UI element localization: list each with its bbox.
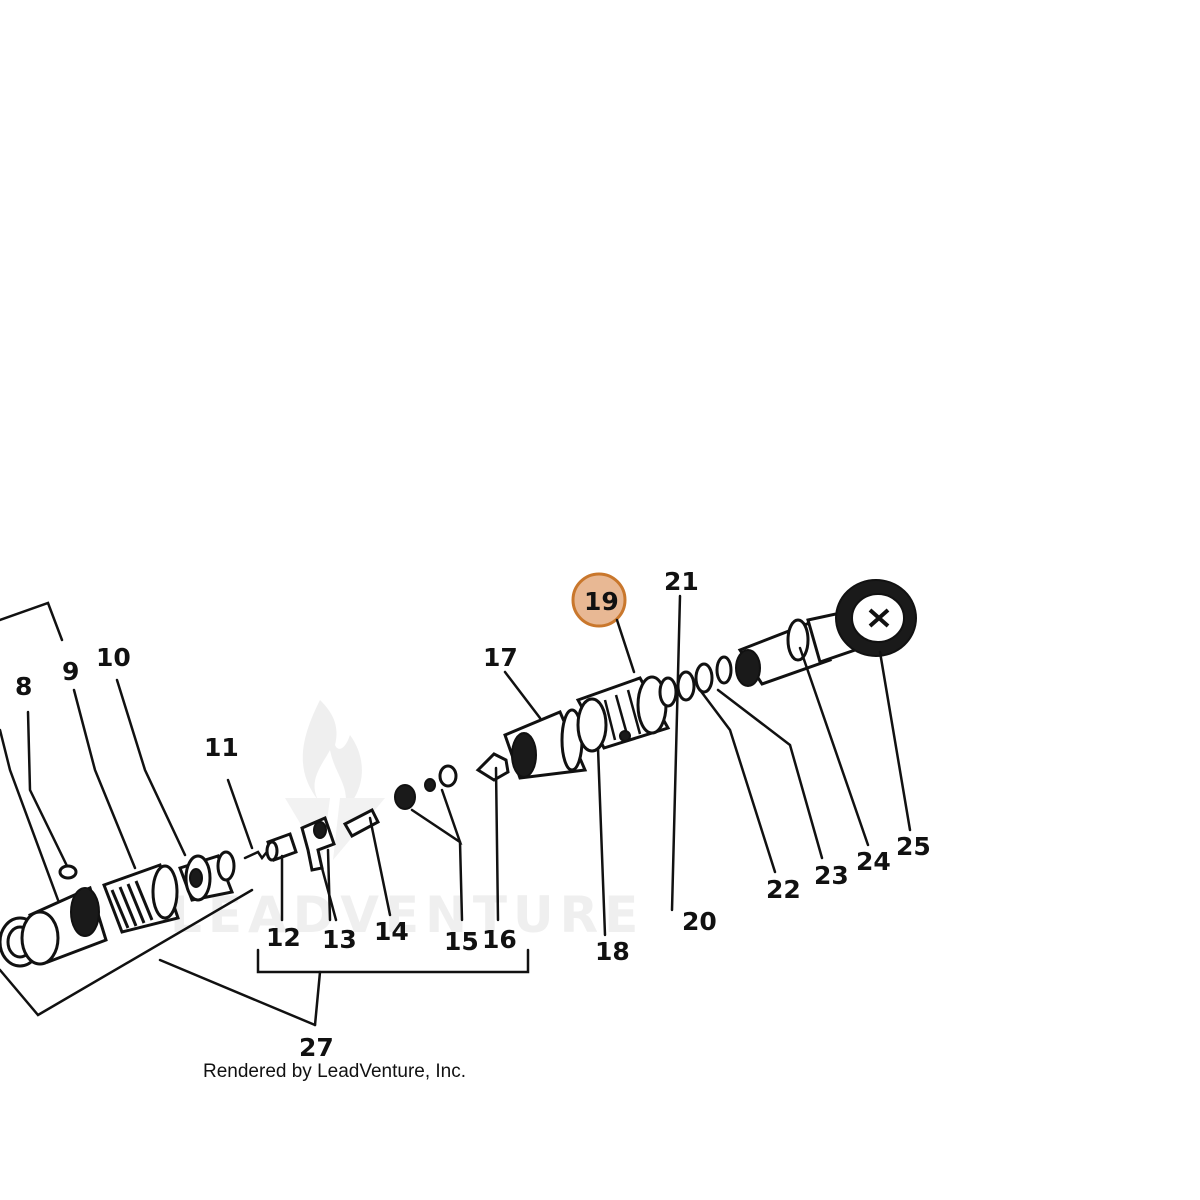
right-assembly xyxy=(503,579,917,937)
callout-15[interactable]: 15 xyxy=(444,927,479,956)
callout-17[interactable]: 17 xyxy=(483,643,518,672)
callout-22[interactable]: 22 xyxy=(766,875,801,904)
callout-21[interactable]: 21 xyxy=(664,567,699,596)
callout-24[interactable]: 24 xyxy=(856,847,891,876)
watermark-text: LEADVENTURE xyxy=(170,886,644,944)
middle-assembly xyxy=(226,752,530,1027)
callout-19-highlight[interactable] xyxy=(571,572,627,628)
callout-19[interactable]: 19 xyxy=(584,587,619,616)
callout-10[interactable]: 10 xyxy=(96,643,131,672)
callout-labels: 8 9 10 11 12 13 14 15 16 17 18 19 20 21 … xyxy=(15,567,931,1062)
callout-23[interactable]: 23 xyxy=(814,861,849,890)
callout-11[interactable]: 11 xyxy=(204,733,239,762)
callout-25[interactable]: 25 xyxy=(896,832,931,861)
callout-13[interactable]: 13 xyxy=(322,925,357,954)
callout-16[interactable]: 16 xyxy=(482,925,517,954)
callout-12[interactable]: 12 xyxy=(266,923,301,952)
credit-text: Rendered by LeadVenture, Inc. xyxy=(203,1061,466,1082)
callout-8[interactable]: 8 xyxy=(15,672,32,701)
watermark-v-icon xyxy=(285,798,385,860)
callout-18[interactable]: 18 xyxy=(595,937,630,966)
callout-9[interactable]: 9 xyxy=(62,657,79,686)
callout-14[interactable]: 14 xyxy=(374,917,409,946)
watermark: LEADVENTURE xyxy=(170,700,644,944)
callout-20[interactable]: 20 xyxy=(682,907,717,936)
watermark-flame-icon xyxy=(302,700,362,810)
left-assembly xyxy=(0,601,317,1027)
callout-27[interactable]: 27 xyxy=(299,1033,334,1062)
